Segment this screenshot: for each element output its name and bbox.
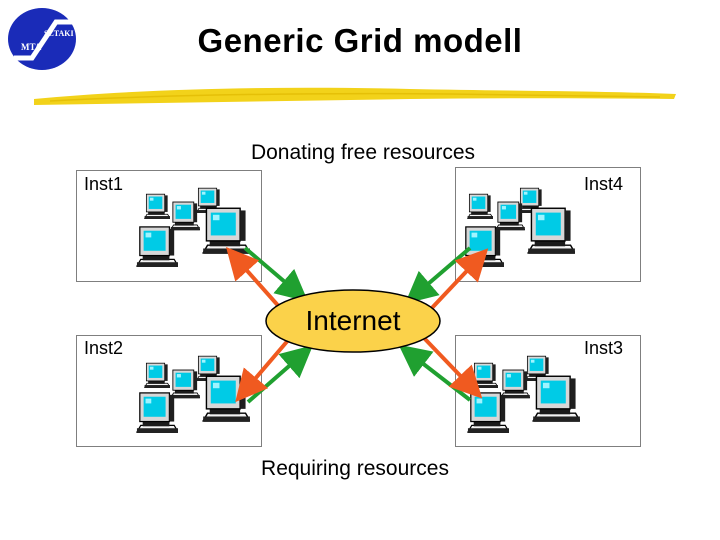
computer-cluster-inst3 xyxy=(467,355,580,434)
donate-arrow-inst4 xyxy=(404,246,472,304)
computer-cluster-inst1 xyxy=(136,187,250,268)
logo-right-text: SZTAKI xyxy=(44,29,74,38)
computer-cluster-inst2 xyxy=(136,355,250,434)
computer-icon xyxy=(467,392,509,434)
bottom-caption: Requiring resources xyxy=(261,457,449,480)
computer-icon xyxy=(144,362,170,389)
computer-icon xyxy=(462,226,504,268)
institution-label-inst1: Inst1 xyxy=(84,174,124,194)
computer-icon xyxy=(527,207,575,255)
institution-label-inst4: Inst4 xyxy=(584,174,624,194)
mta-sztaki-logo: MTA SZTAKI xyxy=(8,8,76,70)
computer-icon xyxy=(144,193,170,220)
computer-icon xyxy=(136,392,178,434)
request-arrow-inst2 xyxy=(235,336,292,403)
computer-icon xyxy=(532,375,580,423)
page-title: Generic Grid modell xyxy=(197,22,523,59)
computer-cluster-inst4 xyxy=(462,187,575,268)
logo-left-text: MTA xyxy=(21,42,42,52)
computer-icon xyxy=(202,207,250,255)
computer-icon xyxy=(202,375,250,423)
request-arrow-inst1 xyxy=(226,247,284,312)
institution-label-inst2: Inst2 xyxy=(84,338,124,358)
computer-icon xyxy=(472,362,498,389)
top-caption: Donating free resources xyxy=(250,141,476,164)
computer-icon xyxy=(170,369,200,399)
title-underline-stroke xyxy=(34,87,676,105)
computer-icon xyxy=(170,201,200,231)
computer-icon xyxy=(495,201,525,231)
internet-node xyxy=(265,289,441,353)
computer-icon xyxy=(136,226,178,268)
request-arrow-inst4 xyxy=(428,248,489,312)
institution-label-inst3: Inst3 xyxy=(584,338,624,358)
donate-arrow-inst1 xyxy=(243,246,309,302)
request-arrow-inst3 xyxy=(422,336,483,399)
computer-icon xyxy=(467,193,493,220)
internet-label: Internet xyxy=(305,305,401,336)
computer-icon xyxy=(500,369,530,399)
